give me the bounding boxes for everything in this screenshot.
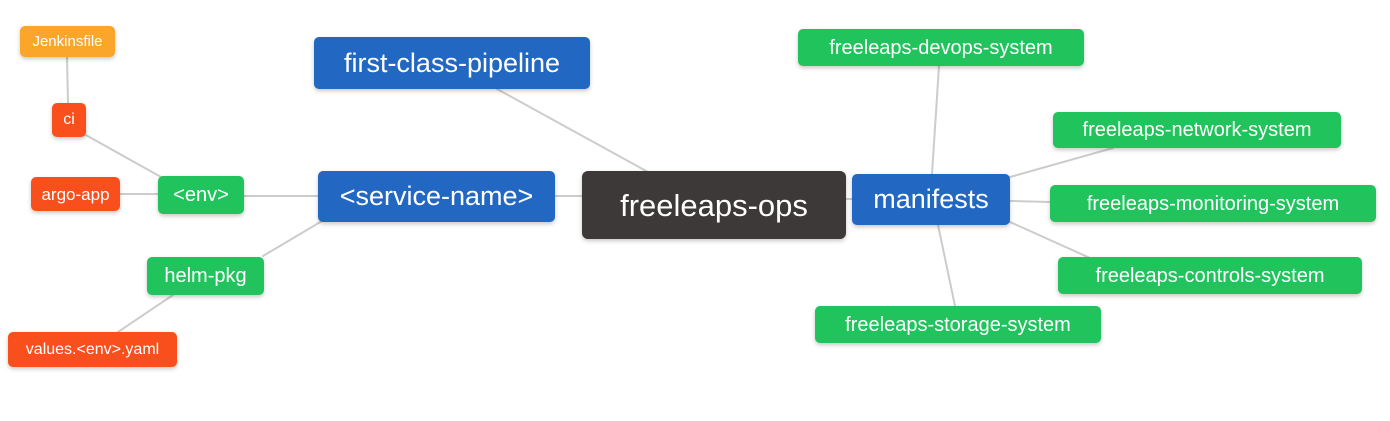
edge-first-class-pipeline-freeleaps-ops <box>496 88 649 173</box>
edge-values-env-yaml-helm-pkg <box>117 294 174 333</box>
edge-manifests-freeleaps-storage-system <box>937 224 956 307</box>
node-service-name[interactable]: <service-name> <box>318 171 555 222</box>
node-first-class-pipeline[interactable]: first-class-pipeline <box>314 37 590 89</box>
edge-freeleaps-devops-system-manifests <box>931 65 940 175</box>
node-freeleaps-devops-system[interactable]: freeleaps-devops-system <box>798 29 1084 66</box>
edge-jenkinsfile-ci <box>66 56 69 104</box>
node-values-env-yaml[interactable]: values.<env>.yaml <box>8 332 177 367</box>
node-ci[interactable]: ci <box>52 103 86 137</box>
node-manifests[interactable]: manifests <box>852 174 1010 225</box>
node-freeleaps-network-system[interactable]: freeleaps-network-system <box>1053 112 1341 148</box>
node-freeleaps-monitoring-system[interactable]: freeleaps-monitoring-system <box>1050 185 1376 222</box>
edge-manifests-freeleaps-controls-system <box>1009 221 1091 259</box>
node-env[interactable]: <env> <box>158 176 244 214</box>
edge-helm-pkg-service-name <box>262 220 323 257</box>
node-freeleaps-ops[interactable]: freeleaps-ops <box>582 171 846 239</box>
node-jenkinsfile[interactable]: Jenkinsfile <box>20 26 115 57</box>
node-freeleaps-controls-system[interactable]: freeleaps-controls-system <box>1058 257 1362 294</box>
edge-ci-env <box>83 133 162 178</box>
edge-manifests-freeleaps-monitoring-system <box>1009 200 1051 203</box>
edge-manifests-freeleaps-network-system <box>1009 147 1114 178</box>
node-freeleaps-storage-system[interactable]: freeleaps-storage-system <box>815 306 1101 343</box>
node-helm-pkg[interactable]: helm-pkg <box>147 257 264 295</box>
node-argo-app[interactable]: argo-app <box>31 177 120 211</box>
